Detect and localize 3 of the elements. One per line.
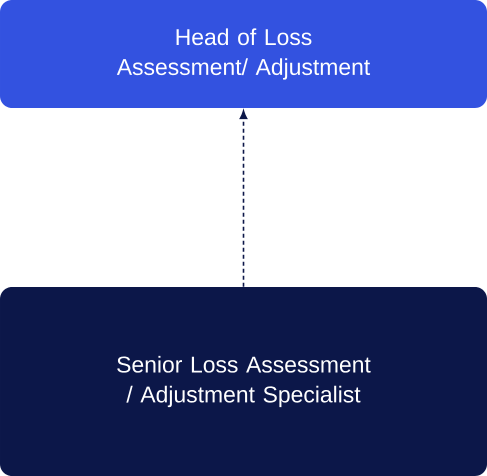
org-box: Head of Loss Assessment/ Adjustment [0, 0, 487, 108]
org-box: Senior Loss Assessment / Adjustment Specialist [0, 286, 487, 476]
arrow [240, 110, 248, 287]
